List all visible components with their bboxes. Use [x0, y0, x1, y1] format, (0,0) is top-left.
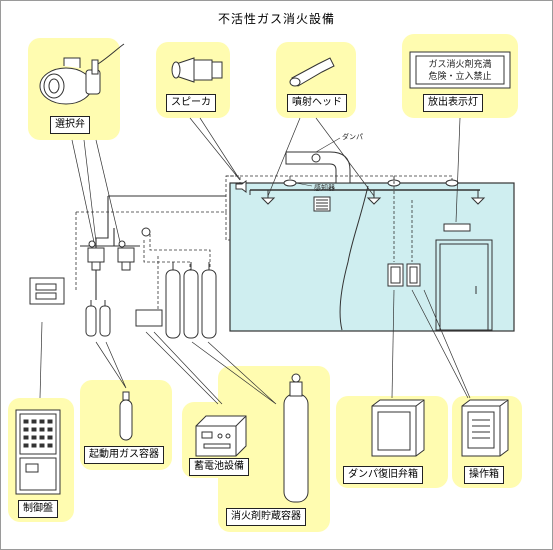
room-partition-line	[339, 185, 369, 331]
label-selector-valve: 選択弁	[50, 116, 90, 134]
label-battery: 蓄電池設備	[189, 458, 249, 476]
nozzle-head-2	[366, 197, 382, 205]
selector-valve-small-2	[117, 240, 135, 271]
storage-cylinder-1	[165, 269, 181, 339]
start-gas-cylinder-small-1	[85, 305, 97, 337]
speaker-small-icon	[235, 180, 247, 193]
battery-icon	[195, 415, 247, 457]
storage-cylinder-3	[201, 269, 217, 339]
label-start-gas: 起動用ガス容器	[84, 446, 164, 464]
label-discharge-lamp: 放出表示灯	[423, 94, 483, 112]
label-operation-box: 操作箱	[464, 466, 504, 484]
discharge-lamp-small	[443, 223, 471, 232]
label-storage-container: 消火剤貯蔵容器	[226, 508, 306, 526]
selector-valve-small-1	[87, 240, 105, 271]
nozzle-head-3	[470, 197, 486, 205]
valve-small	[141, 227, 151, 237]
start-gas-cylinder-small-2	[99, 305, 111, 337]
label-damper-box: ダンパ復旧弁箱	[343, 466, 423, 484]
control-panel-icon	[15, 409, 61, 495]
selector-valve-icon	[39, 43, 125, 105]
label-speaker: スピーカ	[166, 94, 216, 112]
discharge-lamp-icon: ガス消火剤充満 危険・立入禁止	[409, 51, 511, 89]
nozzle-icon	[289, 57, 335, 87]
lamp-text-1: ガス消火剤充満	[428, 58, 491, 70]
detector-3	[445, 179, 459, 187]
diagram-title: 不活性ガス消火設備	[217, 12, 335, 26]
label-nozzle: 噴射ヘッド	[287, 94, 347, 112]
storage-container-icon	[283, 373, 309, 503]
operation-box-icon	[461, 399, 509, 457]
start-gas-cylinder-icon	[119, 391, 133, 441]
damper-label: ダンパ	[342, 132, 363, 141]
nozzle-head-1	[260, 197, 276, 205]
duct	[285, 151, 351, 184]
detector-1	[283, 179, 297, 187]
speaker-icon	[171, 57, 223, 83]
detector-label: 感知器	[314, 183, 335, 192]
damper-box-small	[387, 263, 404, 287]
storage-cylinder-2	[183, 269, 199, 339]
label-control-panel: 制御盤	[18, 500, 58, 518]
damper-icon	[311, 153, 321, 163]
vent-icon	[313, 196, 331, 212]
lamp-text-2: 危険・立入禁止	[428, 70, 491, 82]
damper-box-icon	[371, 399, 425, 457]
control-panel-small	[29, 277, 65, 305]
door-icon	[435, 239, 493, 331]
battery-small	[135, 309, 163, 327]
